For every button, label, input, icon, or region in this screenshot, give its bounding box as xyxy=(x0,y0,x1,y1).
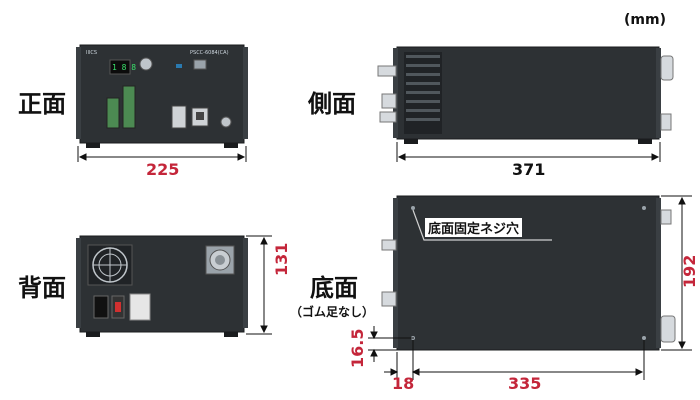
bottom-view-note: （ゴム足なし） xyxy=(290,305,375,319)
bottom-view-label: 底面 xyxy=(310,274,358,302)
units-label: (mm) xyxy=(624,12,666,28)
bottom-screw-hole-callout: 底面固定ネジ穴 xyxy=(425,218,523,237)
back-height-value: 131 xyxy=(272,242,291,276)
bottom-hole-y-value: 16.5 xyxy=(348,328,367,368)
front-view-device xyxy=(76,44,248,148)
bottom-callout-leader xyxy=(412,209,552,241)
front-view-label: 正面 xyxy=(18,90,66,118)
back-height-dimension-line xyxy=(246,235,272,335)
bottom-view-device xyxy=(381,195,676,351)
side-view-label: 側面 xyxy=(308,90,356,118)
back-view-device xyxy=(76,235,248,337)
bottom-hole-pitch-value: 335 xyxy=(508,374,542,393)
bottom-hole-y-dimension-line xyxy=(368,326,414,362)
back-view-label: 背面 xyxy=(18,274,66,302)
front-logo: IIICS xyxy=(86,50,97,56)
bottom-width-dimension-line xyxy=(661,195,692,351)
front-display-readout: 1 8 8 xyxy=(112,63,136,72)
bottom-hole-x-dimension-line xyxy=(384,340,645,380)
bottom-width-value: 192 xyxy=(680,254,699,288)
front-width-value: 225 xyxy=(146,160,180,179)
side-depth-dimension-line xyxy=(396,142,661,162)
bottom-hole-x-value: 18 xyxy=(392,374,415,393)
front-width-dimension-line xyxy=(77,146,247,162)
side-depth-value: 371 xyxy=(512,160,546,179)
front-model-label: PSCC-6084(CA) xyxy=(190,50,229,56)
side-view-device xyxy=(377,46,674,144)
